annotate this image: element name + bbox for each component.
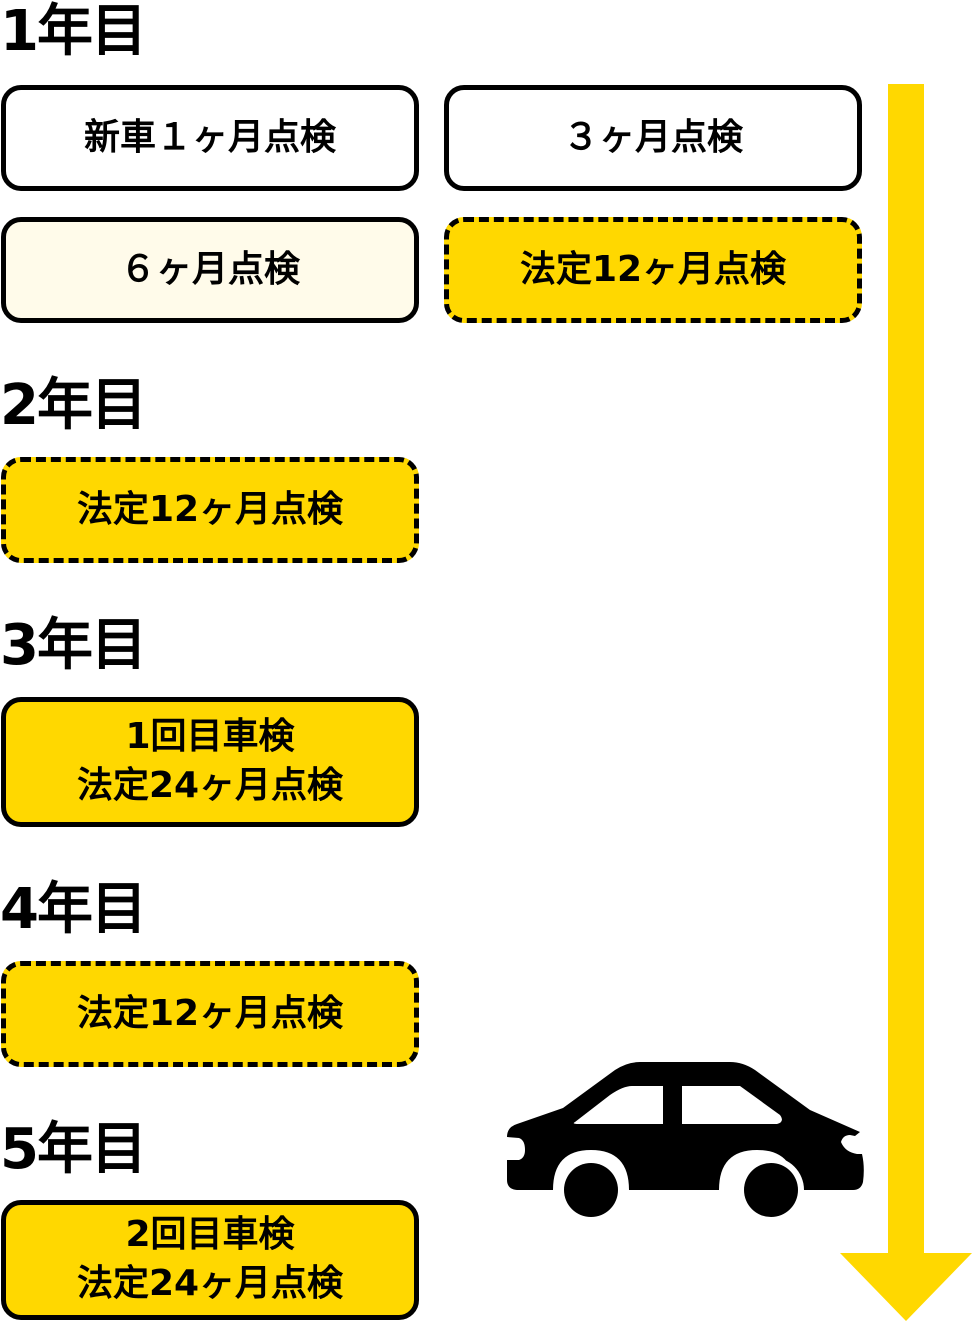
inspection-legal-12month-y1: 法定12ヶ月点検 <box>444 217 862 323</box>
inspection-6month: ６ヶ月点検 <box>1 217 419 323</box>
shaken-2nd-title: 2回目車検 <box>125 1214 295 1256</box>
shaken-2nd: 2回目車検 法定24ヶ月点検 <box>1 1200 419 1320</box>
arrow-shaft <box>888 84 924 1254</box>
year-3-heading: 3年目 <box>0 613 147 678</box>
shaken-2nd-subtitle: 法定24ヶ月点検 <box>76 1263 344 1304</box>
inspection-3month: ３ヶ月点検 <box>444 85 862 191</box>
shaken-1st: 1回目車検 法定24ヶ月点検 <box>1 697 419 827</box>
year-2-heading: 2年目 <box>0 373 147 438</box>
inspection-legal-12month-y4: 法定12ヶ月点検 <box>1 961 419 1067</box>
car-icon <box>507 1062 864 1220</box>
inspection-1month: 新車１ヶ月点検 <box>1 85 419 191</box>
shaken-1st-title: 1回目車検 <box>125 716 295 758</box>
shaken-1st-subtitle: 法定24ヶ月点検 <box>76 765 344 806</box>
year-1-heading: 1年目 <box>0 0 147 64</box>
year-4-heading: 4年目 <box>0 877 147 942</box>
year-5-heading: 5年目 <box>0 1117 147 1182</box>
arrow-head <box>840 1253 972 1321</box>
inspection-legal-12month-y2: 法定12ヶ月点検 <box>1 457 419 563</box>
